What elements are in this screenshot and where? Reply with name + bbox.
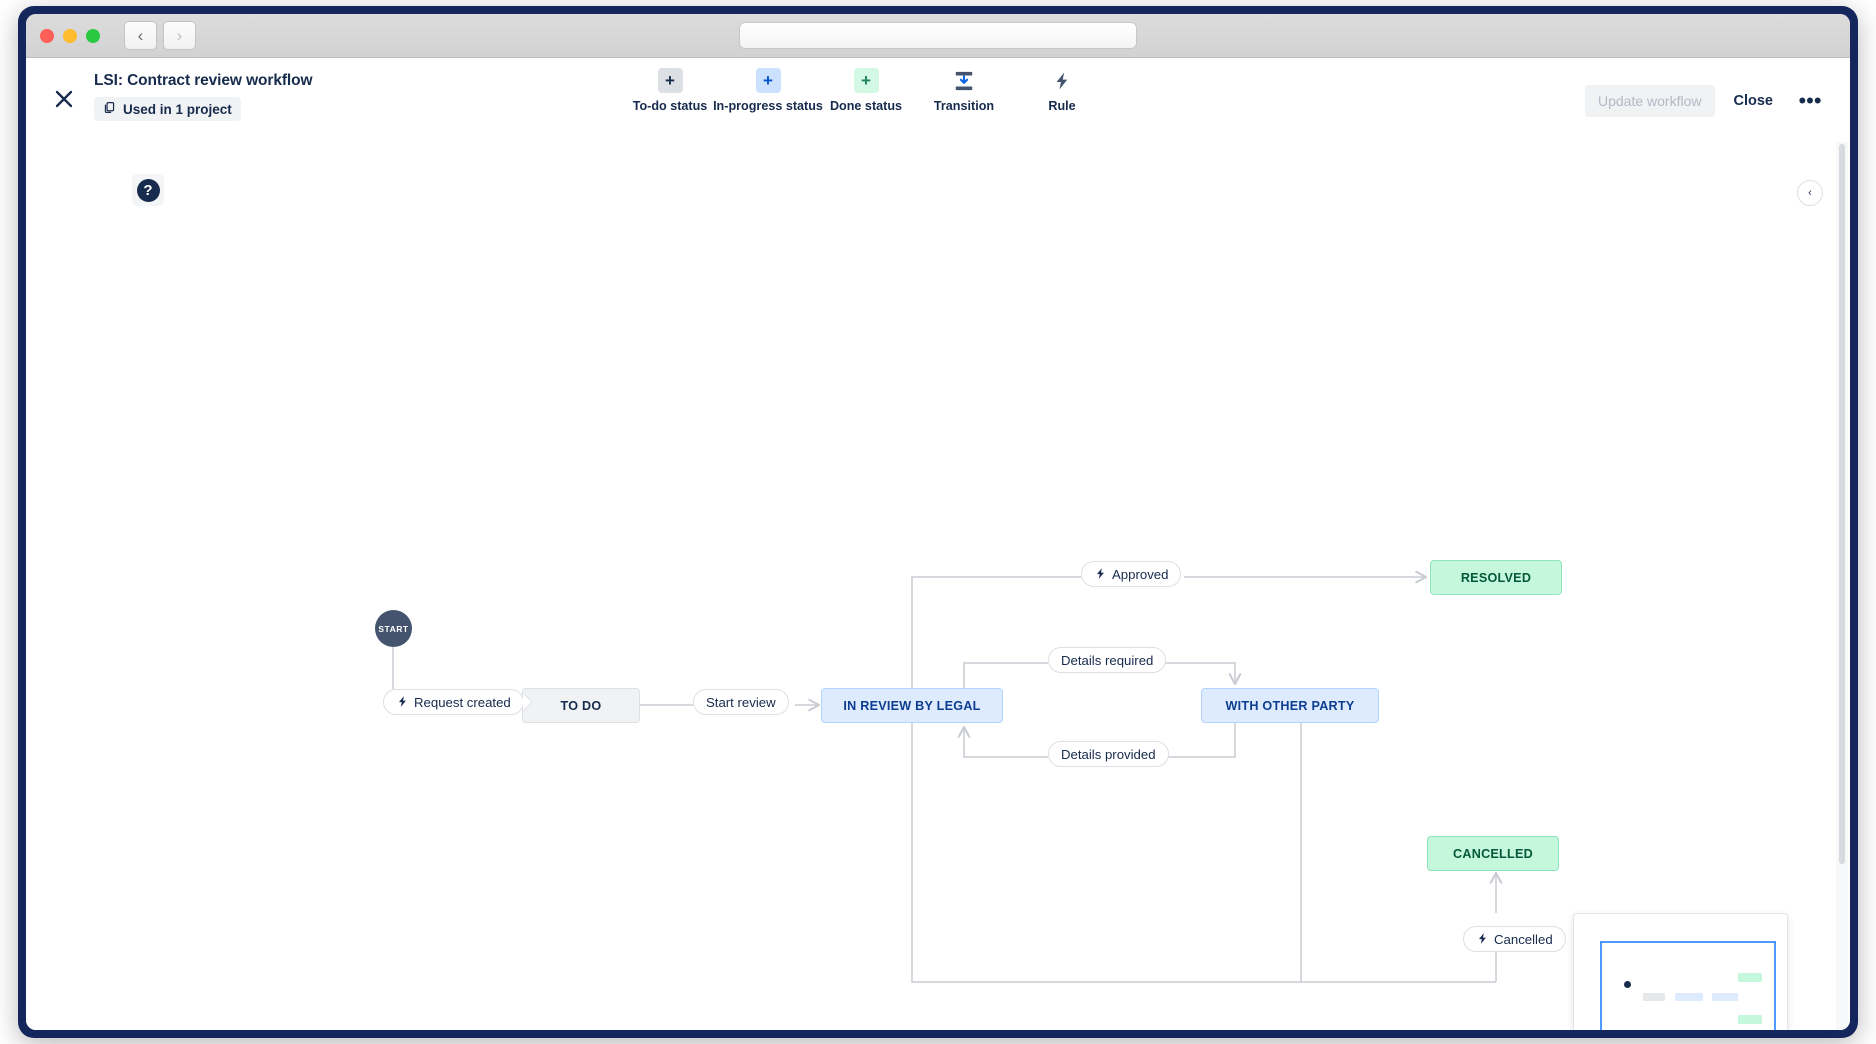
- minimap-node-with-other-party: [1712, 993, 1738, 1001]
- plus-icon: +: [755, 68, 781, 93]
- transition-icon: [952, 68, 977, 93]
- transition-label: Cancelled: [1494, 931, 1553, 947]
- traffic-lights: [40, 28, 100, 43]
- workflow-toolbar: + To-do status + In-progress status + Do…: [621, 68, 1111, 113]
- scrollbar-thumb[interactable]: [1839, 144, 1845, 864]
- transition-label: Request created: [414, 694, 511, 710]
- tool-label: Transition: [933, 99, 995, 113]
- update-workflow-button[interactable]: Update workflow: [1585, 85, 1715, 117]
- lightning-bolt-icon: [396, 695, 409, 710]
- minimap-viewport[interactable]: [1600, 941, 1776, 1030]
- tool-label: To-do status: [632, 99, 708, 113]
- page-title: LSI: Contract review workflow: [94, 72, 313, 89]
- tool-label: Rule: [1048, 99, 1076, 113]
- add-done-status-button[interactable]: + Done status: [817, 68, 915, 113]
- more-options-icon[interactable]: •••: [1792, 84, 1828, 118]
- question-mark-icon: ?: [136, 178, 160, 202]
- workflow-edges: [392, 570, 1503, 983]
- add-transition-button[interactable]: Transition: [915, 68, 1013, 113]
- transition-label: Details required: [1061, 652, 1154, 668]
- transition-details-provided[interactable]: Details provided: [1048, 741, 1169, 767]
- minimap-node-in-review: [1675, 993, 1703, 1001]
- minimap-node-todo: [1643, 993, 1665, 1001]
- lightning-bolt-icon: [1050, 68, 1075, 93]
- transition-request-created[interactable]: Request created: [383, 689, 524, 715]
- status-node-resolved[interactable]: RESOLVED: [1430, 560, 1562, 595]
- close-button[interactable]: Close: [1721, 85, 1787, 117]
- title-block: LSI: Contract review workflow Used in 1 …: [94, 72, 313, 121]
- status-node-todo[interactable]: TO DO: [522, 688, 640, 723]
- workflow-canvas[interactable]: ? ‹: [26, 142, 1850, 1030]
- used-in-projects-chip[interactable]: Used in 1 project: [94, 97, 241, 121]
- canvas-minimap[interactable]: [1573, 913, 1788, 1030]
- close-icon[interactable]: [51, 86, 77, 112]
- browser-window: ‹ › LSI: Contract review workflow Used i…: [18, 6, 1858, 1038]
- transition-label: Start review: [706, 694, 776, 710]
- back-button[interactable]: ‹: [124, 21, 157, 50]
- status-node-with-other-party[interactable]: WITH OTHER PARTY: [1201, 688, 1379, 723]
- transition-start-review[interactable]: Start review: [693, 689, 789, 715]
- canvas-scrollbar[interactable]: [1836, 142, 1848, 1030]
- add-rule-button[interactable]: Rule: [1013, 68, 1111, 113]
- minimap-node-resolved: [1738, 973, 1762, 982]
- plus-icon: +: [657, 68, 683, 93]
- lightning-bolt-icon: [1476, 932, 1489, 947]
- browser-nav-buttons: ‹ ›: [124, 21, 196, 50]
- workflow-header: LSI: Contract review workflow Used in 1 …: [26, 58, 1850, 186]
- transition-label: Details provided: [1061, 746, 1156, 762]
- start-node[interactable]: START: [375, 610, 412, 647]
- tool-label: In-progress status: [713, 99, 823, 113]
- url-bar[interactable]: [739, 22, 1137, 49]
- maximize-window-button[interactable]: [86, 28, 100, 43]
- transition-cancelled[interactable]: Cancelled: [1463, 926, 1566, 952]
- status-node-cancelled[interactable]: CANCELLED: [1427, 836, 1559, 871]
- minimap-start-node: [1624, 981, 1631, 988]
- add-in-progress-status-button[interactable]: + In-progress status: [713, 68, 823, 113]
- transition-details-required[interactable]: Details required: [1048, 647, 1167, 673]
- minimap-node-cancelled: [1738, 1015, 1762, 1024]
- header-actions: Update workflow Close •••: [1585, 84, 1828, 118]
- transition-label: Approved: [1112, 566, 1169, 582]
- close-window-button[interactable]: [40, 28, 54, 43]
- lightning-bolt-icon: [1094, 567, 1107, 582]
- forward-button[interactable]: ›: [163, 21, 196, 50]
- help-button[interactable]: ?: [132, 174, 164, 206]
- copy-icon: [103, 101, 116, 117]
- used-in-projects-label: Used in 1 project: [123, 101, 232, 117]
- add-todo-status-button[interactable]: + To-do status: [621, 68, 719, 113]
- browser-chrome-bar: ‹ ›: [26, 14, 1850, 58]
- transition-approved[interactable]: Approved: [1081, 561, 1182, 587]
- plus-icon: +: [853, 68, 879, 93]
- minimize-window-button[interactable]: [63, 28, 77, 43]
- status-node-in-review-by-legal[interactable]: IN REVIEW BY LEGAL: [821, 688, 1003, 723]
- collapse-panel-button[interactable]: ‹: [1797, 180, 1823, 206]
- tool-label: Done status: [829, 99, 903, 113]
